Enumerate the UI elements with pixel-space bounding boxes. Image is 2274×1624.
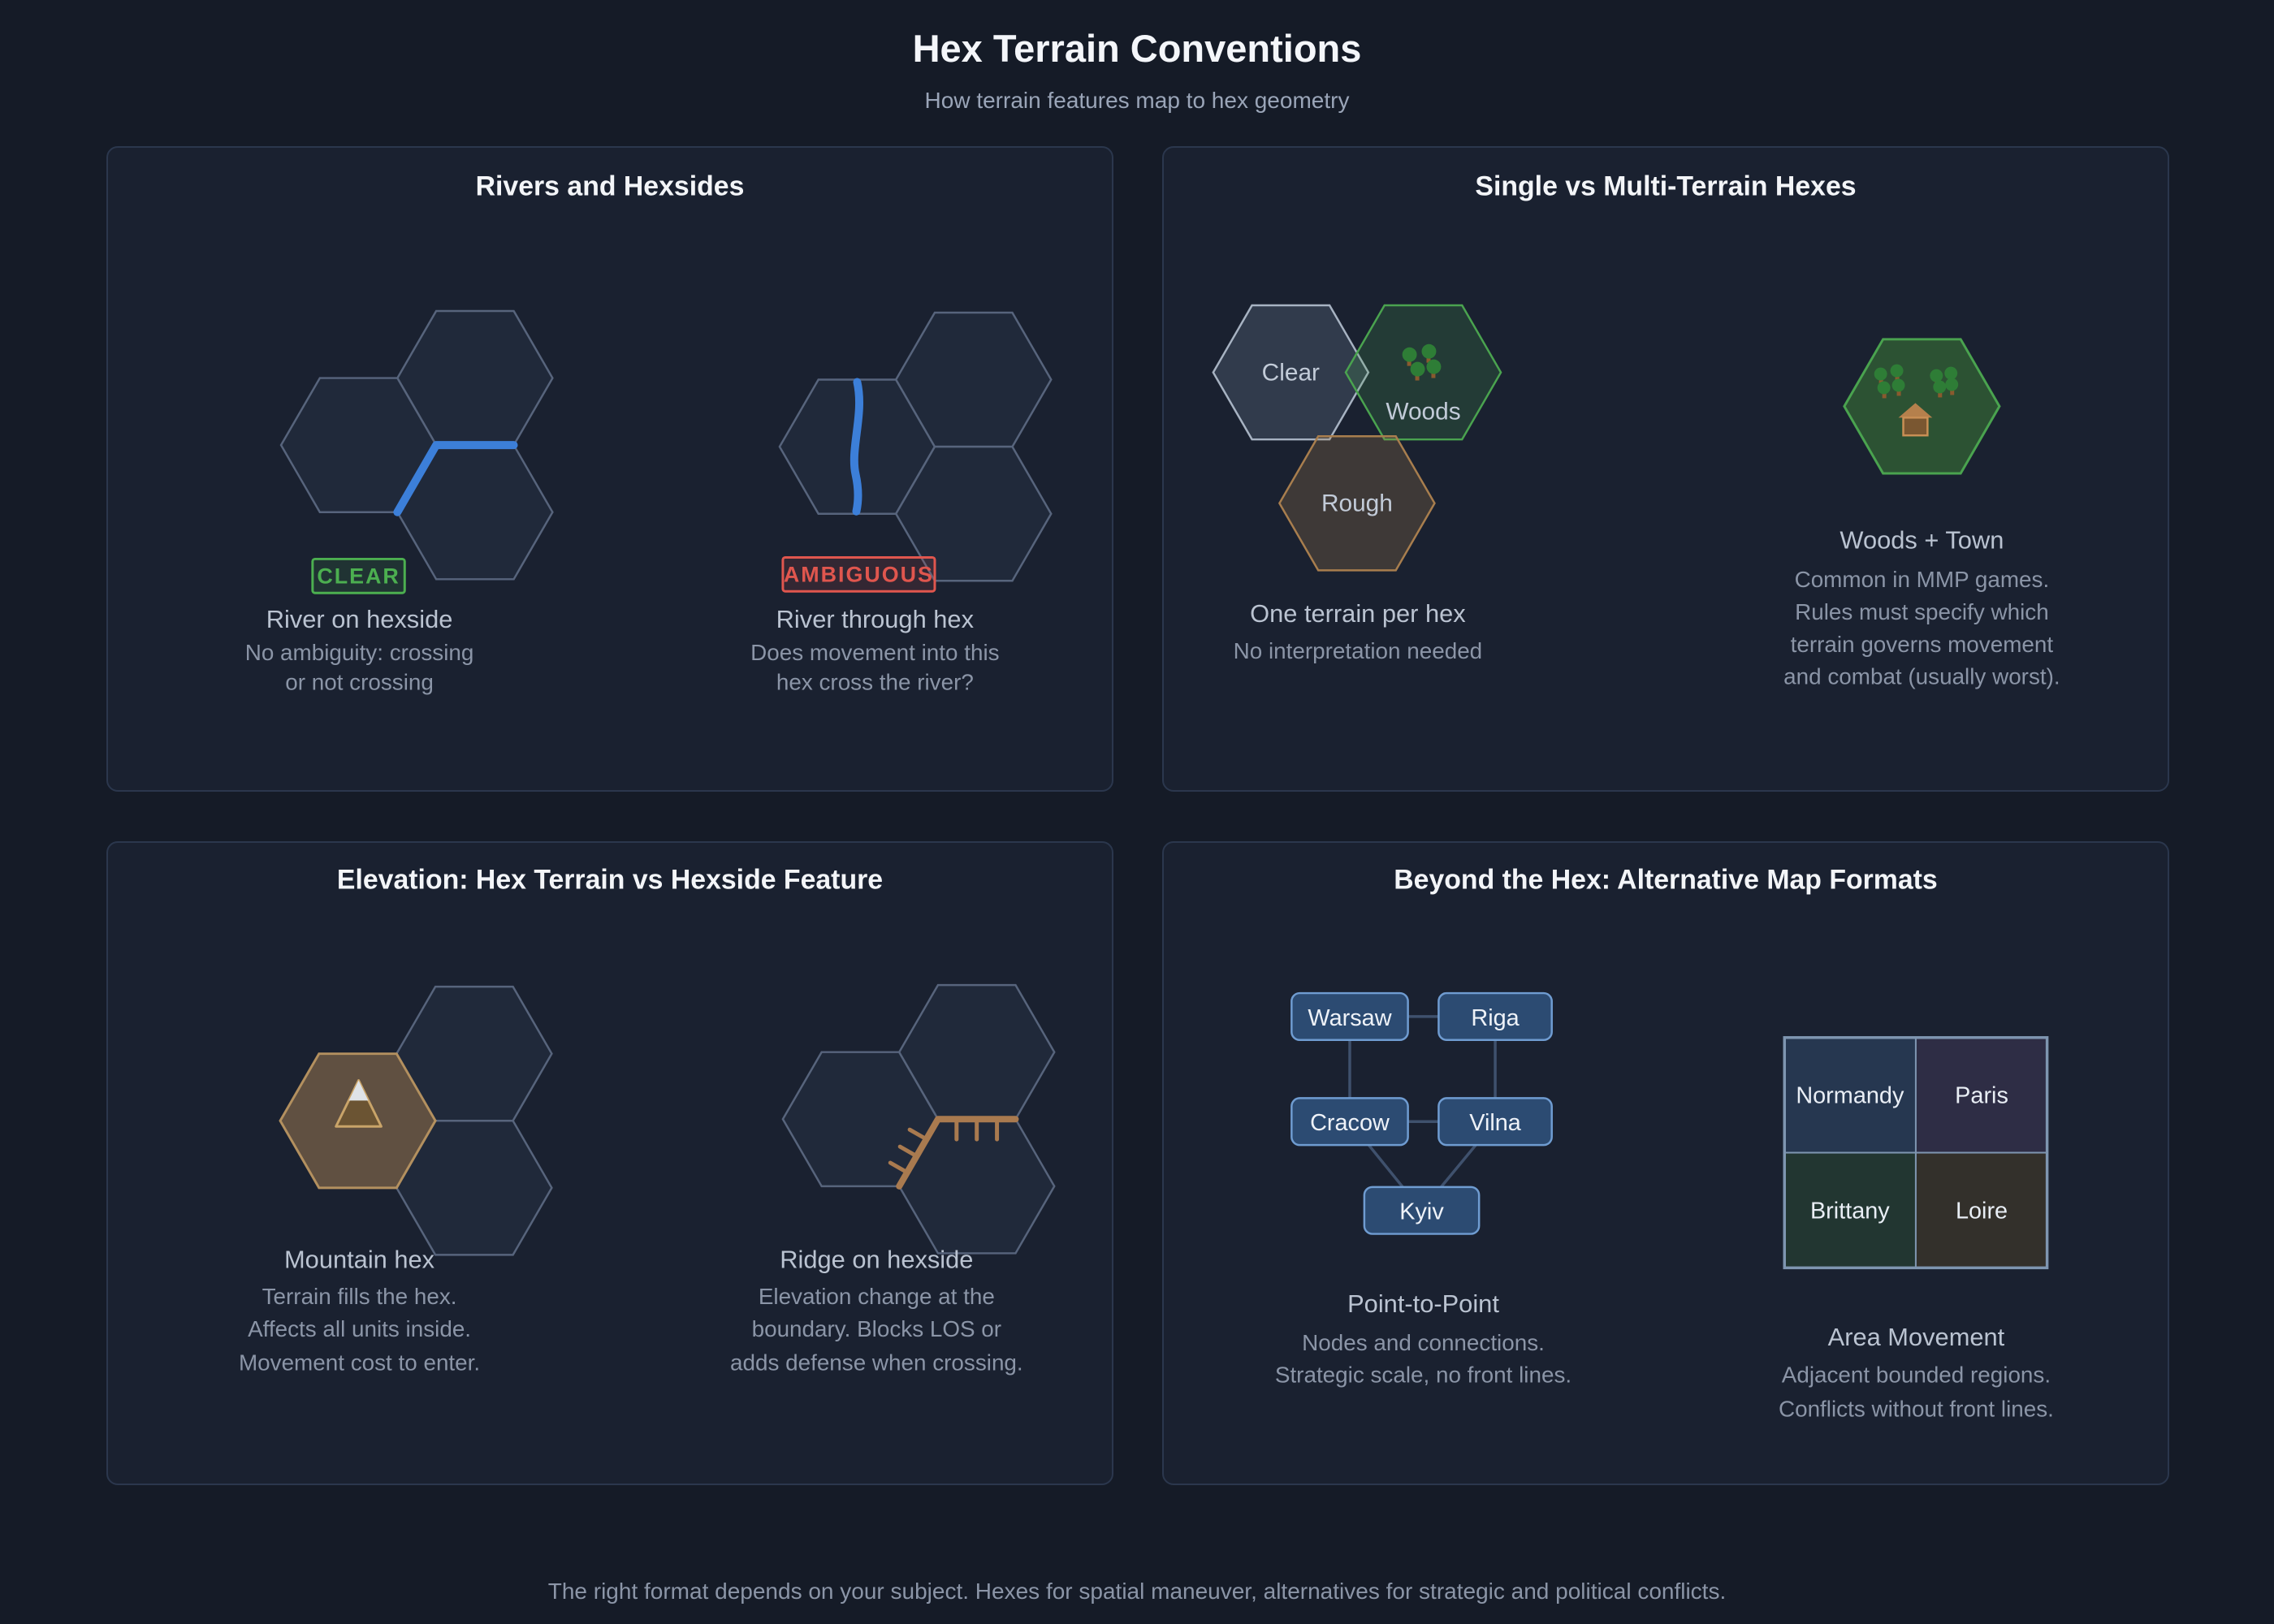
ridge-label: Ridge on hexside	[780, 1245, 973, 1273]
single-terrain-hexes: Clear Woods Rough	[1212, 304, 1502, 572]
node-vilna-label: Vilna	[1469, 1110, 1522, 1136]
ambiguous-badge	[781, 555, 936, 593]
mountain-hex-cluster	[279, 985, 553, 1256]
ridge-hatch-ticks	[888, 1116, 1000, 1175]
point-to-point-caption: Nodes and connections.	[1302, 1330, 1545, 1355]
panel-rivers-and-hexsides: Rivers and Hexsides CLEAR River on hexsi…	[106, 146, 1113, 792]
multi-terrain-caption: and combat (usually worst).	[1783, 664, 2060, 689]
ridge-hex-cluster	[781, 983, 1056, 1255]
clear-hex	[1212, 304, 1370, 441]
river-through-hex-caption: hex cross the river?	[776, 670, 974, 695]
elevation-diagram: Elevation: Hex Terrain vs Hexside Featur…	[239, 865, 1056, 1376]
mountain-caption: Terrain fills the hex.	[262, 1284, 457, 1309]
river-through-hex-line	[850, 378, 863, 516]
river-on-hexside-label: River on hexside	[266, 605, 453, 633]
region-brittany-label: Brittany	[1810, 1199, 1890, 1224]
mountain-icon	[335, 1079, 383, 1128]
rough-hex	[1278, 434, 1436, 572]
ambiguous-badge-label: AMBIGUOUS	[784, 562, 934, 586]
page-footer: The right format depends on your subject…	[547, 1579, 1727, 1604]
area-movement-caption: Adjacent bounded regions.	[1782, 1363, 2051, 1388]
rivers-diagram: Rivers and Hexsides CLEAR River on hexsi…	[245, 171, 1053, 695]
node-kyiv	[1363, 1186, 1481, 1235]
region-paris-label: Paris	[1955, 1082, 2008, 1108]
node-vilna	[1437, 1097, 1553, 1147]
multi-terrain-caption: Common in MMP games.	[1795, 567, 2050, 592]
panel-elevation: Elevation: Hex Terrain vs Hexside Featur…	[106, 841, 1113, 1485]
region-normandy-label: Normandy	[1796, 1082, 1904, 1108]
mountain-label: Mountain hex	[284, 1245, 435, 1273]
river-on-hexside-cluster	[279, 309, 554, 581]
river-on-hexside-caption: No ambiguity: crossing	[245, 640, 474, 665]
area-movement-label: Area Movement	[1828, 1323, 2005, 1351]
point-to-point-graph: Warsaw Riga Cracow Vilna Kyiv	[1290, 991, 1553, 1235]
node-kyiv-label: Kyiv	[1399, 1199, 1444, 1225]
node-riga-label: Riga	[1471, 1005, 1520, 1031]
tree-icon	[1874, 364, 1905, 399]
river-on-hexside-line	[393, 441, 518, 516]
rough-hex-label: Rough	[1321, 490, 1393, 517]
point-to-point-label: Point-to-Point	[1347, 1289, 1499, 1318]
grid-border	[1783, 1036, 2049, 1270]
point-to-point-caption: Strategic scale, no front lines.	[1275, 1363, 1571, 1388]
ridge-caption: Elevation change at the	[759, 1284, 995, 1309]
region-paris	[1914, 1036, 2048, 1154]
page-title: Hex Terrain Conventions	[912, 27, 1362, 70]
single-terrain-caption: No interpretation needed	[1234, 638, 1483, 663]
formats-diagram: Beyond the Hex: Alternative Map Formats …	[1275, 865, 2054, 1422]
multi-terrain-caption: Rules must specify which	[1795, 599, 2049, 624]
node-cracow	[1290, 1097, 1409, 1147]
node-warsaw	[1290, 991, 1409, 1042]
region-loire-label: Loire	[1956, 1199, 2008, 1224]
terrain-diagram: Single vs Multi-Terrain Hexes Clear Wood…	[1212, 171, 2060, 689]
ridge-caption: adds defense when crossing.	[730, 1350, 1023, 1376]
multi-terrain-caption: terrain governs movement	[1791, 632, 2054, 657]
area-movement-caption: Conflicts without front lines.	[1779, 1396, 2054, 1421]
page-subtitle: How terrain features map to hex geometry	[924, 88, 1350, 113]
house-icon	[1898, 403, 1933, 437]
panel-alternative-formats: Beyond the Hex: Alternative Map Formats …	[1162, 841, 2169, 1485]
river-through-hex-label: River through hex	[776, 605, 975, 633]
ridge-line	[896, 1116, 1019, 1190]
node-warsaw-label: Warsaw	[1308, 1005, 1391, 1031]
panel-title: Elevation: Hex Terrain vs Hexside Featur…	[337, 865, 883, 896]
single-terrain-label: One terrain per hex	[1250, 599, 1466, 628]
mountain-caption: Affects all units inside.	[248, 1316, 471, 1341]
clear-badge-label: CLEAR	[317, 564, 400, 588]
panel-title: Beyond the Hex: Alternative Map Formats	[1394, 865, 1938, 896]
node-cracow-label: Cracow	[1310, 1110, 1390, 1136]
panel-title: Single vs Multi-Terrain Hexes	[1475, 171, 1856, 202]
woods-hex-label: Woods	[1386, 398, 1460, 425]
tree-icon	[1930, 366, 1959, 398]
river-on-hexside-caption: or not crossing	[285, 670, 434, 695]
river-through-hex-cluster	[778, 311, 1053, 582]
mountain-caption: Movement cost to enter.	[239, 1350, 480, 1376]
multi-terrain-label: Woods + Town	[1840, 526, 2004, 555]
river-through-hex-caption: Does movement into this	[750, 640, 999, 665]
clear-hex-label: Clear	[1262, 360, 1320, 387]
node-riga	[1437, 991, 1553, 1042]
multi-terrain-hex	[1843, 338, 2001, 475]
ridge-caption: boundary. Blocks LOS or	[752, 1316, 1001, 1341]
tree-icon	[1402, 343, 1442, 381]
clear-badge	[311, 557, 406, 594]
region-normandy	[1783, 1036, 1917, 1154]
woods-town-hex	[1843, 338, 2001, 475]
panel-title: Rivers and Hexsides	[476, 171, 745, 202]
panel-single-vs-multi-terrain: Single vs Multi-Terrain Hexes Clear Wood…	[1162, 146, 2169, 792]
area-movement-grid: Normandy Paris Brittany Loire	[1783, 1036, 2049, 1270]
